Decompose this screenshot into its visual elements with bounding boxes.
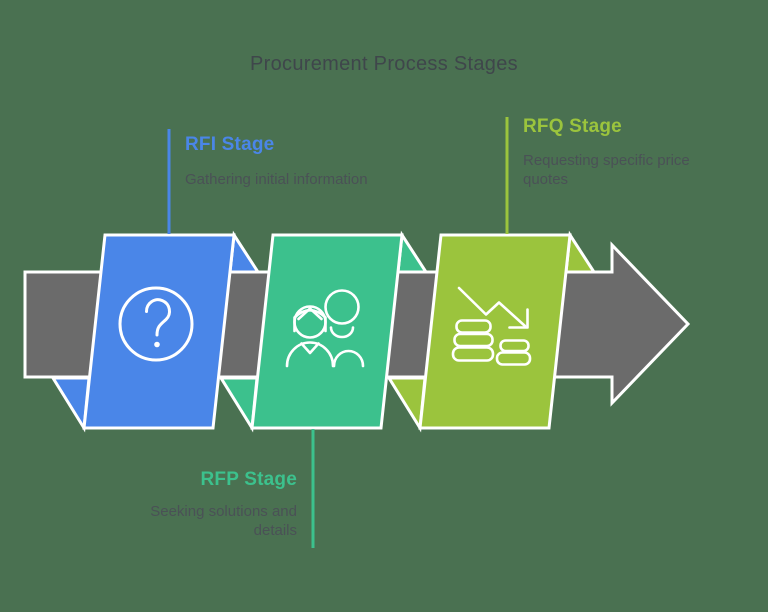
people-icon bbox=[285, 289, 365, 368]
coin-1 bbox=[455, 319, 492, 334]
coin-5 bbox=[495, 351, 532, 366]
rfi-stage-heading: RFI Stage bbox=[185, 134, 275, 155]
person-back-chin bbox=[329, 326, 355, 339]
rfp-stage-heading: RFP Stage bbox=[200, 469, 297, 490]
rfq-panel bbox=[418, 233, 572, 430]
rfi-ribbon bbox=[50, 230, 261, 433]
question-circle bbox=[118, 286, 194, 362]
diagram-title: Procurement Process Stages bbox=[250, 53, 518, 75]
rfq-ribbon bbox=[386, 230, 597, 433]
rfi-panel bbox=[82, 233, 236, 430]
coin-4 bbox=[499, 339, 530, 353]
question-glyph bbox=[144, 298, 171, 337]
person-front-bangs bbox=[297, 307, 323, 321]
question-mark-icon bbox=[118, 286, 194, 362]
coins-trend-down-icon bbox=[451, 286, 532, 366]
rfq-stage-heading: RFQ Stage bbox=[523, 116, 622, 137]
person-front-shoulders bbox=[285, 341, 335, 368]
coin-3 bbox=[451, 346, 495, 362]
rfp-stage-description: Seeking solutions and details bbox=[150, 503, 297, 539]
rfq-stage-description: Requesting specific price quotes bbox=[523, 152, 690, 188]
trend-arrow-head bbox=[508, 308, 529, 329]
rfp-panel bbox=[250, 233, 404, 430]
person-front-vneck bbox=[300, 342, 320, 355]
question-dot bbox=[154, 341, 160, 348]
trend-down-line bbox=[457, 286, 527, 328]
rfp-ribbon bbox=[218, 230, 429, 433]
person-back-shoulders bbox=[332, 349, 365, 368]
coin-2 bbox=[453, 332, 494, 348]
rfi-stage-description: Gathering initial information bbox=[185, 171, 368, 188]
person-back-head bbox=[324, 289, 360, 325]
